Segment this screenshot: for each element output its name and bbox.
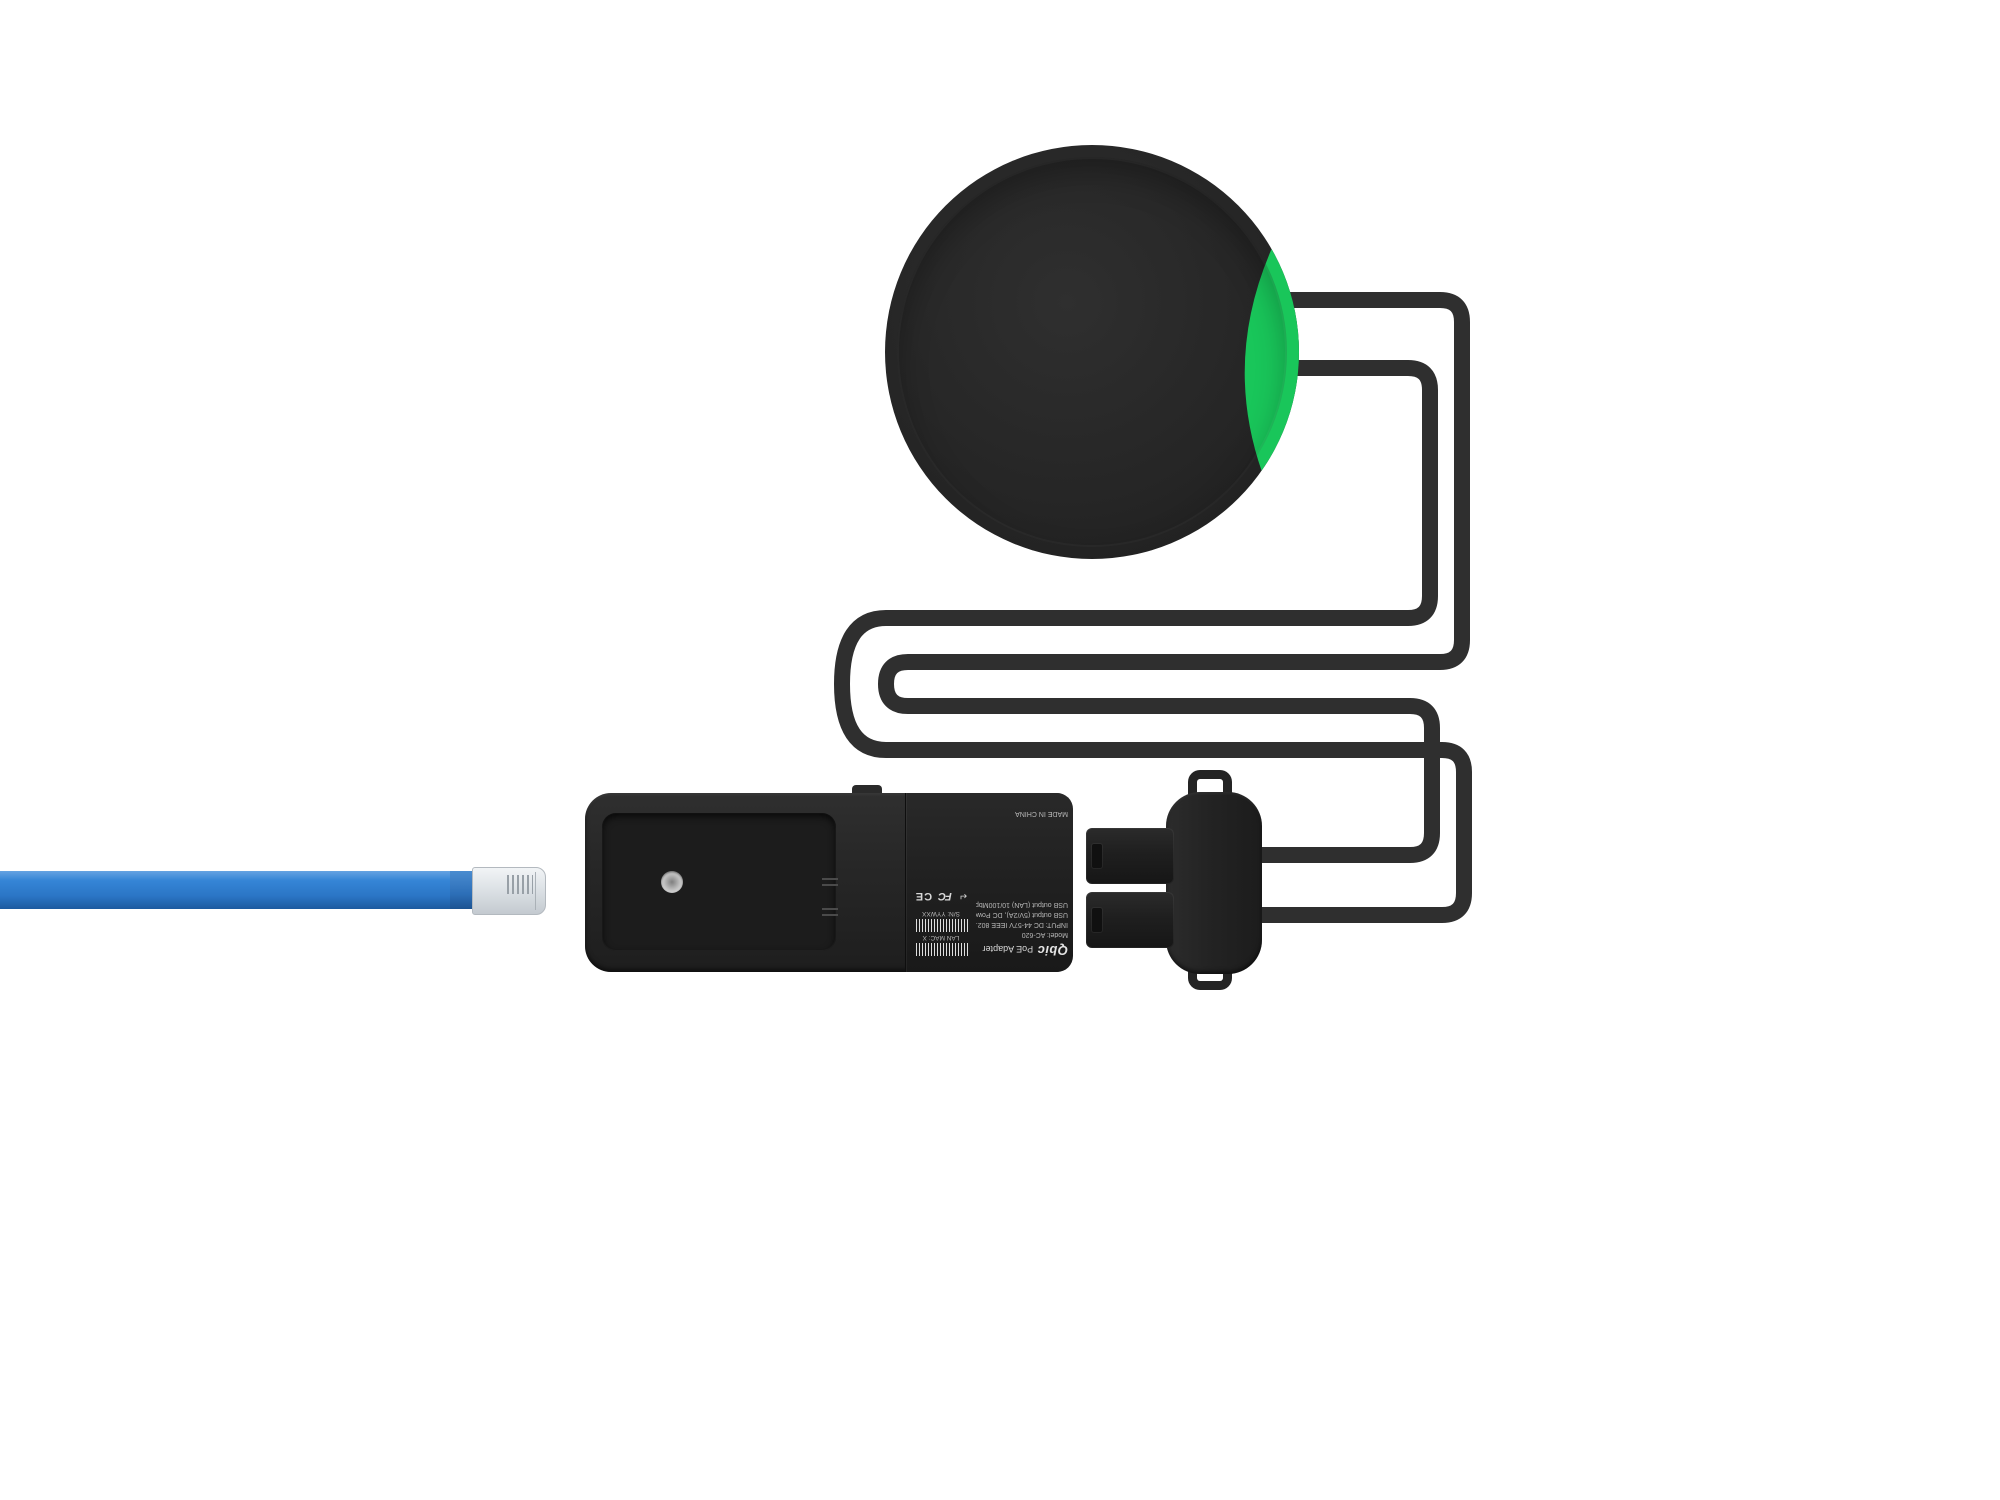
ce-mark-icon: CE	[914, 890, 933, 902]
green-accent	[1244, 248, 1299, 472]
cable-wire-lower	[833, 360, 1472, 923]
adapter-screw-hole	[661, 871, 683, 893]
adapter-label: Qbic PoE Adapter Model: AC-620 INPUT: DC…	[912, 810, 1068, 958]
brand-name: Qbic	[1037, 943, 1068, 958]
ethernet-cable-boot	[450, 871, 474, 909]
lan-mac-caption: LAN MAC: X	[922, 934, 960, 941]
cable-clip-bottom	[1188, 962, 1232, 990]
certification-marks: ↵ FC CE	[915, 890, 967, 902]
rj45-connector	[472, 867, 546, 915]
rj45-pins	[507, 875, 533, 894]
usb-power-line: USB output (5V/2A), DC Power	[976, 911, 1068, 918]
poe-adapter-label-section	[905, 793, 1073, 972]
rj45-port-recess	[602, 813, 836, 951]
grip-marks-lower	[822, 908, 838, 920]
adapter-label-text-column: Qbic PoE Adapter Model: AC-620 INPUT: DC…	[976, 810, 1068, 958]
wireless-device-disc	[885, 145, 1299, 559]
brand-logo: Qbic PoE Adapter	[976, 943, 1068, 958]
model-line: Model: AC-620	[1021, 931, 1068, 938]
usb-lan-line: USB output (LAN) 10/100Mbps	[976, 901, 1068, 908]
usb-connector-block	[1166, 792, 1262, 974]
product-name: PoE Adapter	[982, 944, 1034, 954]
cable-clip-top	[1188, 770, 1232, 798]
grip-marks-upper	[822, 878, 838, 890]
serial-barcode	[914, 919, 968, 932]
input-line: INPUT: DC 44-57V IEEE 802.3af	[976, 921, 1068, 928]
rj45-seam	[535, 872, 536, 910]
lan-mac-barcode	[914, 943, 968, 956]
usb-plug-bottom	[1086, 892, 1174, 948]
corner-arrow-icon: ↵	[958, 890, 968, 902]
ethernet-cable	[0, 871, 452, 909]
serial-caption: S/N: YYWXX	[922, 910, 960, 917]
adapter-label-barcode-column: LAN MAC: X S/N: YYWXX ↵ FC CE	[912, 810, 970, 958]
usb-plug-top	[1086, 828, 1174, 884]
fcc-mark-icon: FC	[939, 890, 952, 902]
cable-wire-upper	[877, 292, 1470, 863]
made-in-line: MADE IN CHINA	[1015, 810, 1068, 817]
